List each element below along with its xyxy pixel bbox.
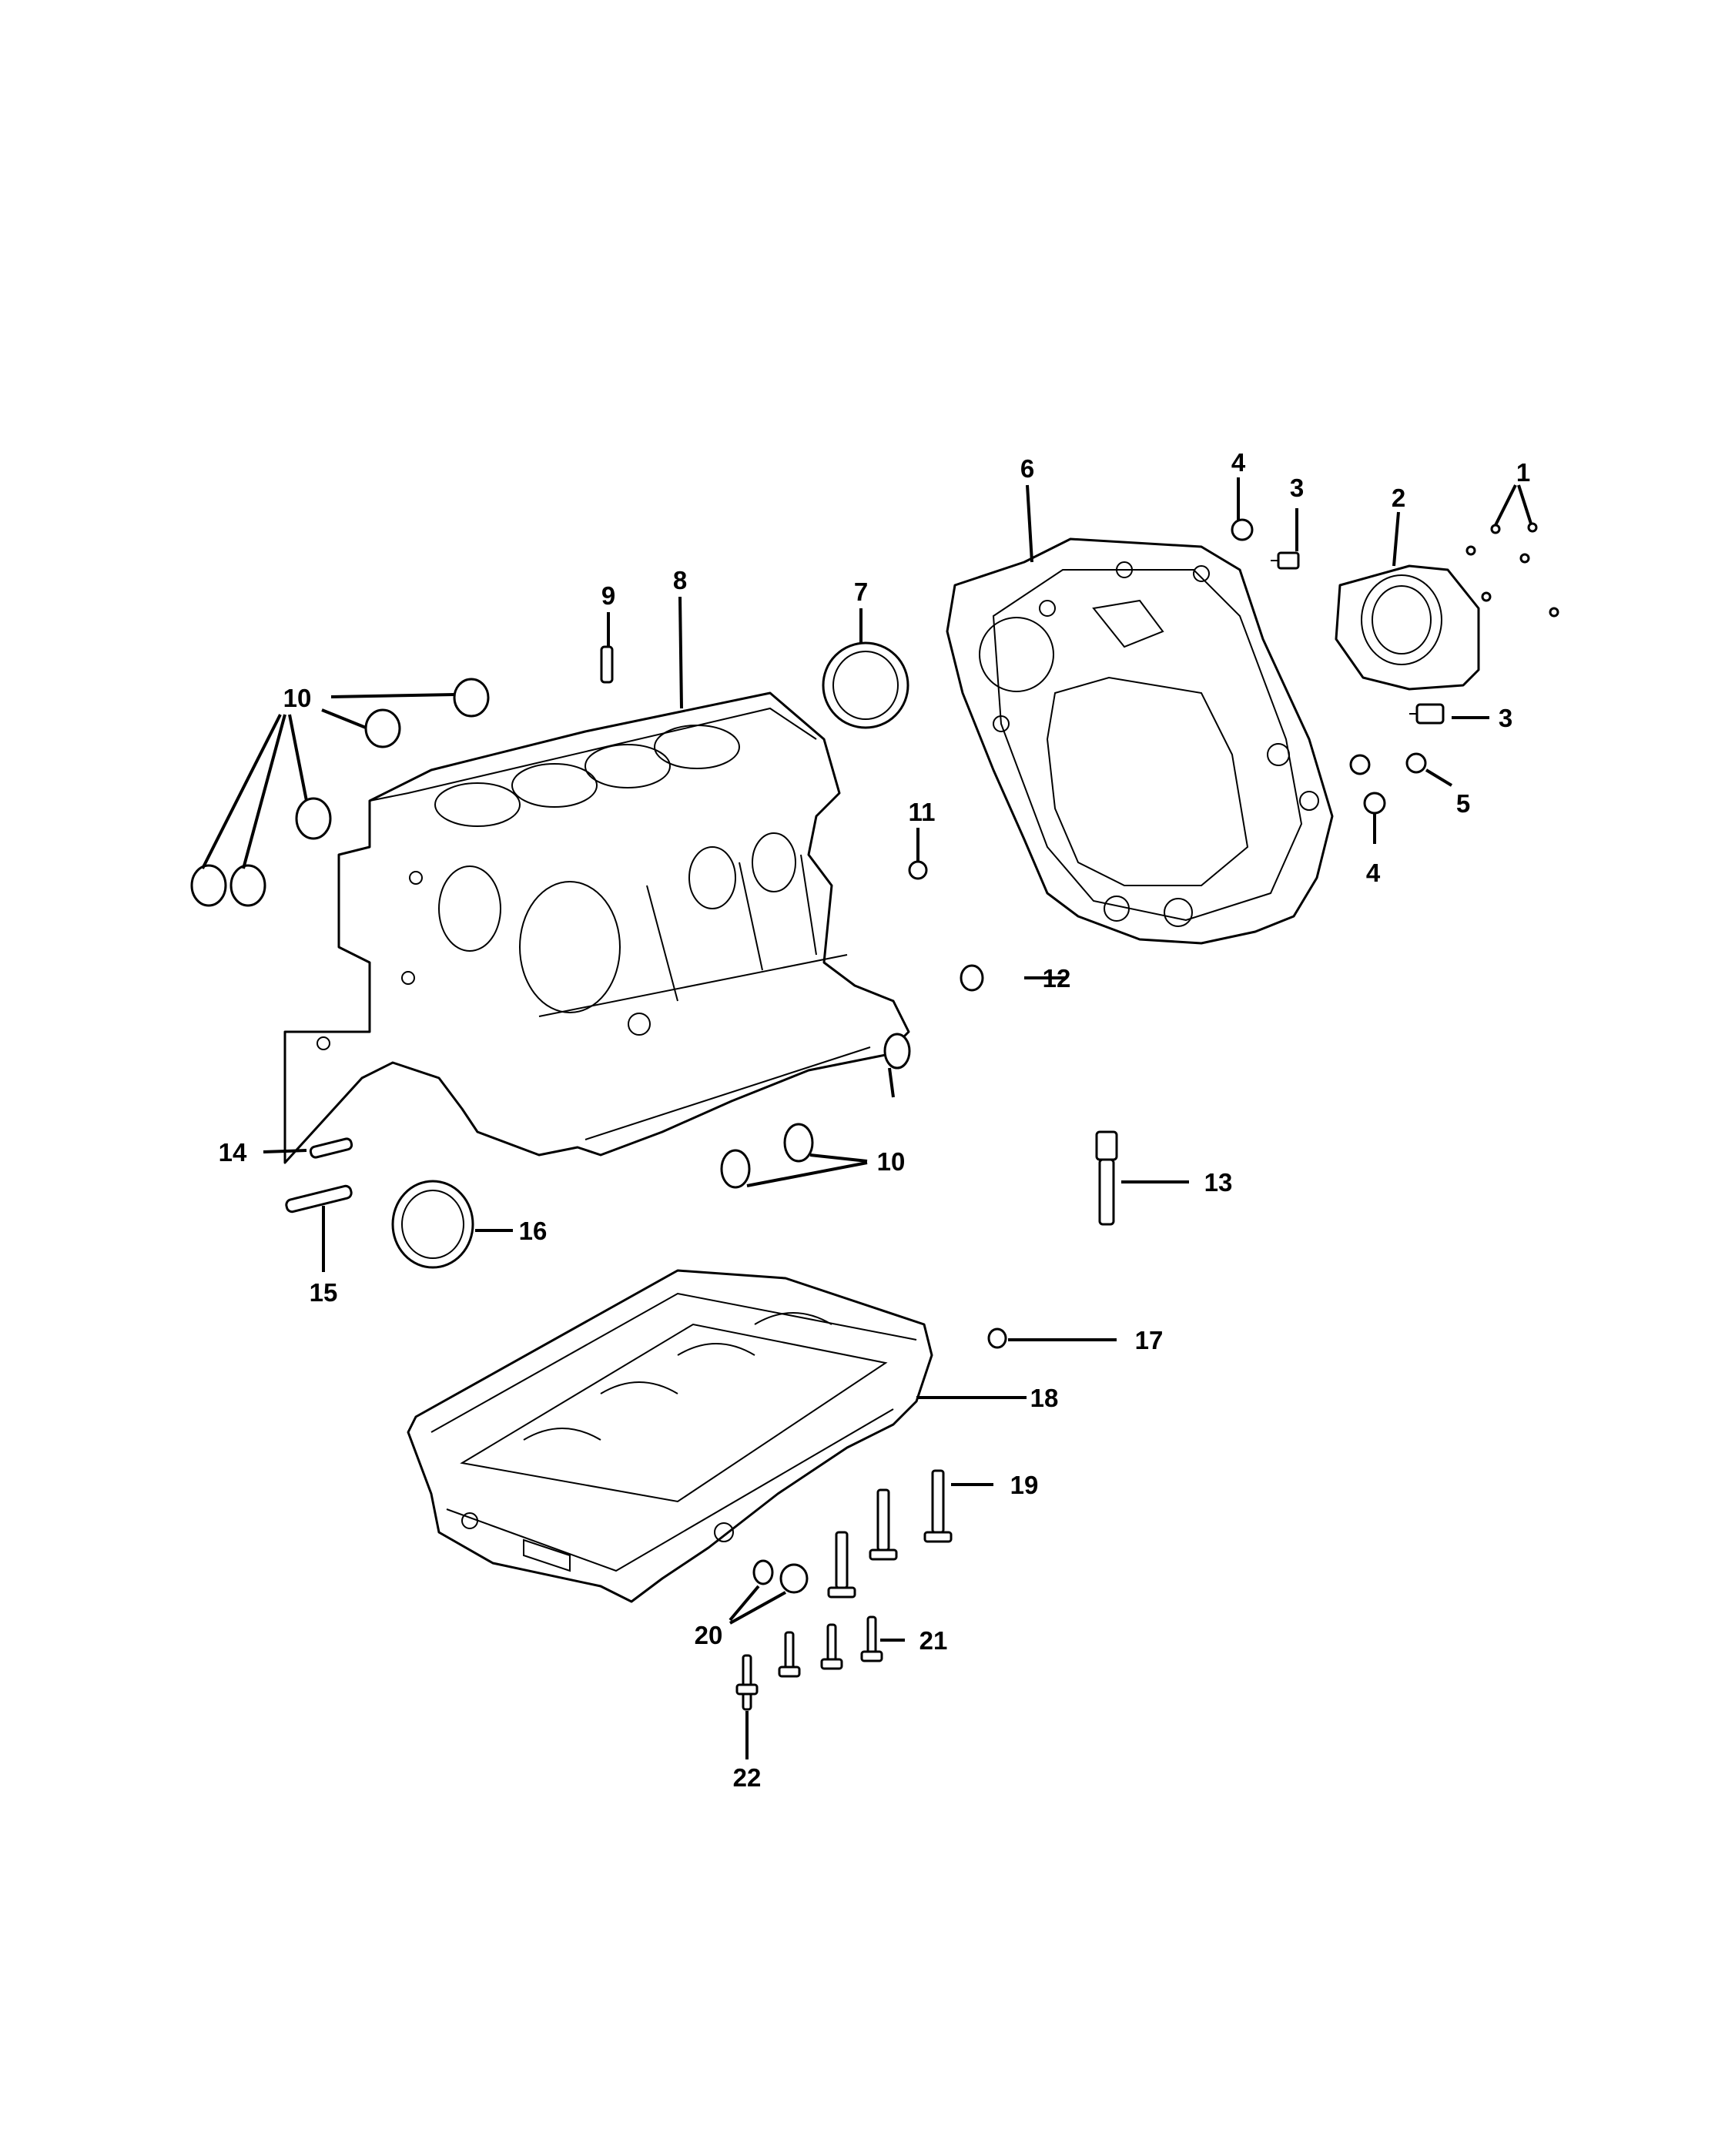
callout-5: 5 [1456,789,1470,818]
plug-17 [987,1327,1007,1349]
nut-4-lower [1363,792,1386,815]
bolt-22 [735,1654,759,1711]
callout-labels: 1 2 3 3 4 4 5 6 7 8 9 10 10 11 12 13 14 … [219,448,1531,1792]
callout-13: 13 [1204,1168,1233,1197]
seal-7 [822,641,909,729]
callout-17: 17 [1135,1326,1164,1354]
nuts [1465,522,1559,618]
expansion-plugs-lower [720,1033,911,1189]
callout-1: 1 [1516,458,1530,487]
bolts-21 [778,1615,883,1678]
callout-8: 8 [673,566,687,594]
rear-cover-plate [946,537,1334,945]
plug-12 [960,964,984,992]
callout-4-lower: 4 [1366,859,1381,887]
callout-14: 14 [219,1138,247,1167]
callout-4-upper: 4 [1231,448,1246,477]
plug-11 [908,860,928,880]
bolt-3-upper [1271,551,1300,570]
leader-lines [201,477,1532,1759]
nut-4-upper [1231,518,1254,541]
callout-15: 15 [310,1278,338,1307]
bolt-5-b [1405,752,1427,774]
sensor-13 [1095,1130,1118,1226]
callout-11: 11 [909,798,936,826]
callout-10-upper: 10 [283,684,312,712]
dowel-pin-9 [600,645,614,684]
callout-16: 16 [519,1217,548,1245]
callout-19: 19 [1010,1471,1039,1499]
engine-block [283,691,910,1164]
bolts-19 [827,1469,953,1599]
callout-21: 21 [919,1626,948,1655]
seal-16 [391,1180,474,1269]
drain-plug-20 [752,1559,809,1594]
callout-9: 9 [601,581,615,610]
callout-6: 6 [1020,454,1034,483]
callout-3-lower: 3 [1499,704,1512,732]
dowel-pin-15 [285,1184,353,1214]
bolt-5-a [1349,754,1371,775]
callout-18: 18 [1030,1384,1059,1412]
callout-2: 2 [1392,484,1405,512]
callout-20: 20 [695,1621,723,1649]
callout-12: 12 [1043,964,1071,993]
lower-crankcase [407,1269,933,1603]
callout-22: 22 [733,1763,762,1792]
callout-10-lower: 10 [877,1147,906,1176]
bolt-3-lower [1409,703,1445,725]
dowel-pin-14 [309,1137,353,1159]
seal-retainer [1335,564,1480,691]
callout-7: 7 [854,578,868,606]
callout-3-upper: 3 [1290,474,1304,502]
expansion-plugs-upper [190,678,490,907]
